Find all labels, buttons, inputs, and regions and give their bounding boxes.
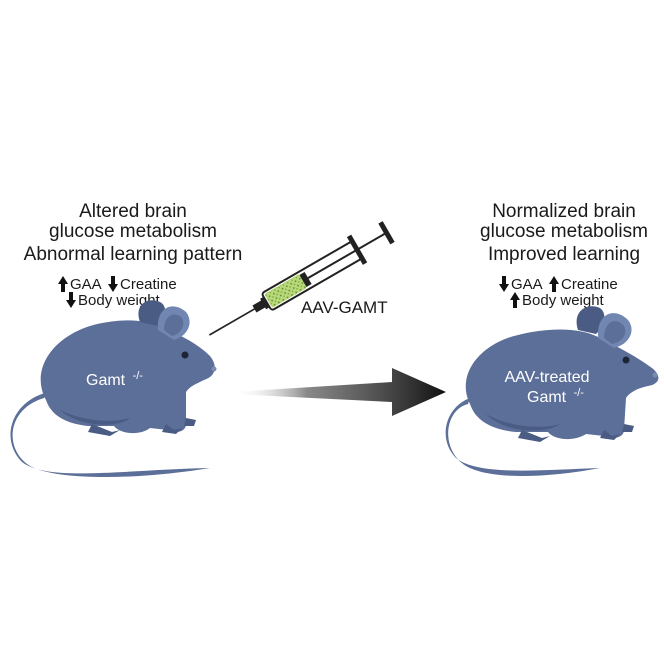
right-heading-line-3: Improved learning [488, 244, 640, 265]
right-heading-line-1: Normalized brain [492, 201, 636, 222]
mouse-paw [600, 430, 620, 440]
left-gaa-label: GAA [70, 276, 102, 293]
right-mouse-genotype: -/- [574, 387, 585, 399]
mouse-ear-back [138, 300, 166, 326]
arrow-up-icon [510, 292, 520, 308]
left-heading: Altered brain glucose metabolism Abnorma… [24, 201, 243, 265]
arrow-right-icon [232, 368, 446, 416]
syringe-label: AAV-GAMT [301, 298, 388, 317]
syringe-liquid [265, 274, 307, 308]
left-heading-line-1: Altered brain [79, 201, 187, 222]
arrow-down-icon [108, 276, 118, 292]
syringe-needle [208, 307, 257, 336]
mouse-body [465, 329, 659, 440]
right-creatine-label: Creatine [561, 276, 618, 293]
aav-treated-mouse: AAV-treated Gamt -/- [445, 306, 659, 476]
mouse-paw [184, 418, 196, 426]
arrow-down-icon [499, 276, 509, 292]
right-heading: Normalized brain glucose metabolism Impr… [480, 201, 648, 265]
mouse-paw [518, 430, 550, 442]
left-creatine-label: Creatine [120, 276, 177, 293]
left-heading-line-2: glucose metabolism [49, 221, 217, 242]
left-heading-line-3: Abnormal learning pattern [24, 244, 243, 265]
right-markers: GAA Creatine Body weight [499, 276, 618, 309]
mouse-body [40, 320, 215, 434]
right-mouse-label-line-1: AAV-treated [504, 369, 589, 386]
mouse-paw [622, 424, 634, 432]
arrow-up-icon [549, 276, 559, 292]
right-heading-line-2: glucose metabolism [480, 221, 648, 242]
arrow-up-icon [58, 276, 68, 292]
svg-text:Gamt -/-: Gamt -/- [527, 387, 584, 406]
arrow-down-icon [66, 292, 76, 308]
right-gaa-label: GAA [511, 276, 543, 293]
gamt-knockout-mouse: Gamt -/- [10, 300, 217, 478]
mouse-tail [445, 398, 600, 476]
mouse-paw [162, 424, 182, 434]
left-mouse-genotype: -/- [133, 370, 144, 382]
mouse-eye [181, 351, 189, 359]
svg-text:Gamt -/-: Gamt -/- [86, 370, 143, 389]
syringe-icon [208, 221, 395, 336]
mouse-tail [10, 392, 211, 478]
mouse-nose [211, 366, 217, 372]
left-body-weight-label: Body weight [78, 292, 161, 309]
right-mouse-label-line-2: Gamt [527, 389, 567, 406]
treatment-arrow [232, 368, 446, 416]
left-markers: GAA Creatine Body weight [58, 276, 177, 309]
mouse-eye [622, 356, 630, 364]
mouse-nose [652, 372, 658, 378]
right-body-weight-label: Body weight [522, 292, 605, 309]
mouse-paw [88, 424, 120, 436]
left-mouse-label: Gamt [86, 372, 126, 389]
mouse-ear-back [576, 306, 605, 334]
